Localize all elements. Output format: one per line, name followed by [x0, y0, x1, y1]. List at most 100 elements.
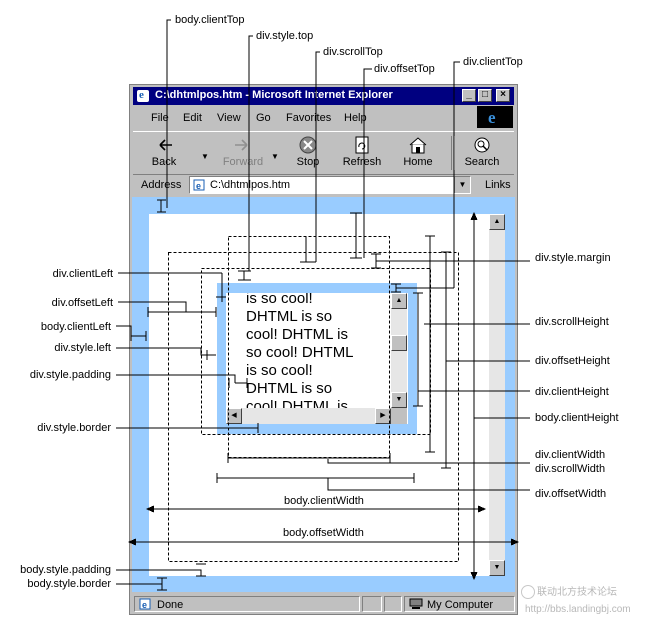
zone-text: My Computer: [427, 599, 494, 611]
div-stylepadding-leader: [116, 374, 248, 388]
title-bar[interactable]: e C:\dhtmlpos.htm - Microsoft Internet E…: [133, 87, 514, 105]
div-offsettop-leader: [350, 68, 372, 259]
div-horizontal-scrollbar[interactable]: ◀ ▶: [226, 408, 391, 424]
label-body-clientheight: body.clientHeight: [535, 412, 619, 424]
watermark-text: 联动北方技术论坛: [537, 587, 617, 598]
scroll-up-icon[interactable]: ▲: [489, 214, 505, 230]
body-offsetwidth-arrows: [127, 538, 520, 546]
back-dropdown-icon[interactable]: ▼: [201, 152, 209, 161]
div-text-line: so cool! DHTML: [246, 344, 354, 361]
guide-padding-box: [201, 268, 431, 435]
div-styleleft-leader: [116, 347, 216, 360]
menu-bar: File Edit View Go Favorites Help: [133, 109, 514, 127]
menu-view[interactable]: View: [217, 112, 241, 124]
guide-margin-box: [168, 252, 459, 562]
div-clientleft-leader: [118, 272, 226, 302]
label-div-offsetheight: div.offsetHeight: [535, 355, 610, 367]
div-text-line: cool! DHTML is: [246, 326, 348, 343]
label-body-clientwidth: body.clientWidth: [284, 495, 364, 507]
status-bar: e Done My Computer: [132, 595, 515, 613]
status-pane-2: [362, 596, 382, 612]
guide-scroll-area: [228, 236, 390, 458]
search-icon: [474, 137, 490, 153]
label-body-stylepadding: body.style.padding: [20, 564, 111, 576]
close-button[interactable]: ×: [496, 89, 510, 102]
body-clientwidth-arrows: [145, 505, 487, 513]
home-icon: [409, 137, 427, 154]
div-scroll-left-icon[interactable]: ◀: [226, 408, 242, 424]
home-button[interactable]: Home: [395, 134, 441, 172]
menu-edit[interactable]: Edit: [183, 112, 202, 124]
label-div-styletop: div.style.top: [256, 30, 314, 42]
forward-dropdown-icon[interactable]: ▼: [271, 152, 279, 161]
address-input[interactable]: e C:\dhtmlpos.htm ▼: [189, 176, 471, 194]
div-text-line: is so cool!: [246, 362, 313, 379]
status-pane: e Done: [134, 596, 360, 612]
menu-help[interactable]: Help: [344, 112, 367, 124]
label-body-styleborder: body.style.border: [27, 578, 111, 590]
label-body-clienttop: body.clientTop: [175, 14, 245, 26]
div-scroll-up-icon[interactable]: ▲: [391, 293, 407, 309]
menu-file[interactable]: File: [151, 112, 169, 124]
ie-throbber-icon: e: [477, 106, 513, 128]
stop-button[interactable]: Stop: [285, 134, 331, 172]
svg-text:e: e: [142, 600, 147, 610]
body-clientleft-leader: [116, 325, 147, 341]
search-button[interactable]: Search: [459, 134, 505, 172]
watermark-logo-icon: [521, 585, 535, 599]
div-scroll-thumb[interactable]: [391, 335, 407, 351]
menu-go[interactable]: Go: [256, 112, 271, 124]
div-scroll-down-icon[interactable]: ▼: [391, 392, 407, 408]
div-offsetleft-leader: [118, 301, 217, 317]
div-scroll-right-icon[interactable]: ▶: [375, 408, 391, 424]
label-div-offsetleft: div.offsetLeft: [51, 297, 113, 309]
links-button[interactable]: Links: [485, 179, 511, 191]
div-vertical-scrollbar[interactable]: ▲ ▼: [391, 293, 407, 408]
label-div-scrolltop: div.scrollTop: [323, 46, 383, 58]
body-styleborder-leader: [116, 577, 167, 591]
toolbar: Back ▼ Forward ▼ Stop Refresh Home Searc…: [133, 131, 514, 175]
menu-favorites[interactable]: Favorites: [286, 112, 332, 124]
div-offsetwidth-leader: [327, 478, 530, 491]
minimize-button[interactable]: _: [462, 89, 476, 102]
body-clientheight-arrows: [470, 211, 478, 581]
stop-label: Stop: [296, 156, 320, 168]
scroll-down-icon[interactable]: ▼: [489, 560, 505, 576]
div-styleborder-leader: [116, 423, 259, 433]
div-text: is so cool! DHTML is so cool! DHTML is s…: [246, 293, 386, 416]
body-clientheight-leader: [473, 215, 530, 577]
label-div-clientleft: div.clientLeft: [52, 268, 113, 280]
div-clientwidth-bracket: [227, 453, 391, 463]
refresh-button[interactable]: Refresh: [337, 134, 387, 172]
div-scrollwidth-bracket: [216, 473, 415, 483]
forward-button[interactable]: Forward: [217, 134, 269, 172]
zone-pane: My Computer: [404, 596, 515, 612]
label-div-clientwidth: div.clientWidth: [535, 449, 606, 461]
label-div-styleleft: div.style.left: [54, 342, 111, 354]
page-status-icon: e: [139, 598, 151, 610]
window-title: C:\dhtmlpos.htm - Microsoft Internet Exp…: [155, 89, 393, 101]
label-div-stylemargin: div.style.margin: [535, 252, 611, 264]
refresh-label: Refresh: [342, 156, 382, 168]
label-div-clienttop: div.clientTop: [463, 56, 523, 68]
label-div-clientheight: div.clientHeight: [535, 386, 609, 398]
computer-icon: [409, 598, 423, 609]
label-div-scrollheight: div.scrollHeight: [535, 316, 609, 328]
back-label: Back: [151, 156, 177, 168]
back-button[interactable]: Back: [141, 134, 187, 172]
div-clientwidth-leader: [327, 459, 530, 464]
back-arrow-icon: [159, 139, 172, 151]
label-div-scrollwidth: div.scrollWidth: [535, 463, 606, 475]
maximize-button[interactable]: □: [478, 89, 492, 102]
forward-arrow-icon: [235, 139, 248, 151]
ie-logo-icon: e: [137, 89, 149, 102]
div-offsetheight-leader: [441, 251, 530, 469]
body-vertical-scrollbar[interactable]: ▲ ▼: [489, 214, 505, 576]
search-label: Search: [464, 156, 500, 168]
address-value: C:\dhtmlpos.htm: [210, 179, 291, 191]
svg-text:e: e: [488, 108, 496, 127]
body-stylepadding-leader: [116, 563, 206, 577]
svg-text:e: e: [196, 181, 201, 191]
status-text: Done: [157, 599, 184, 611]
